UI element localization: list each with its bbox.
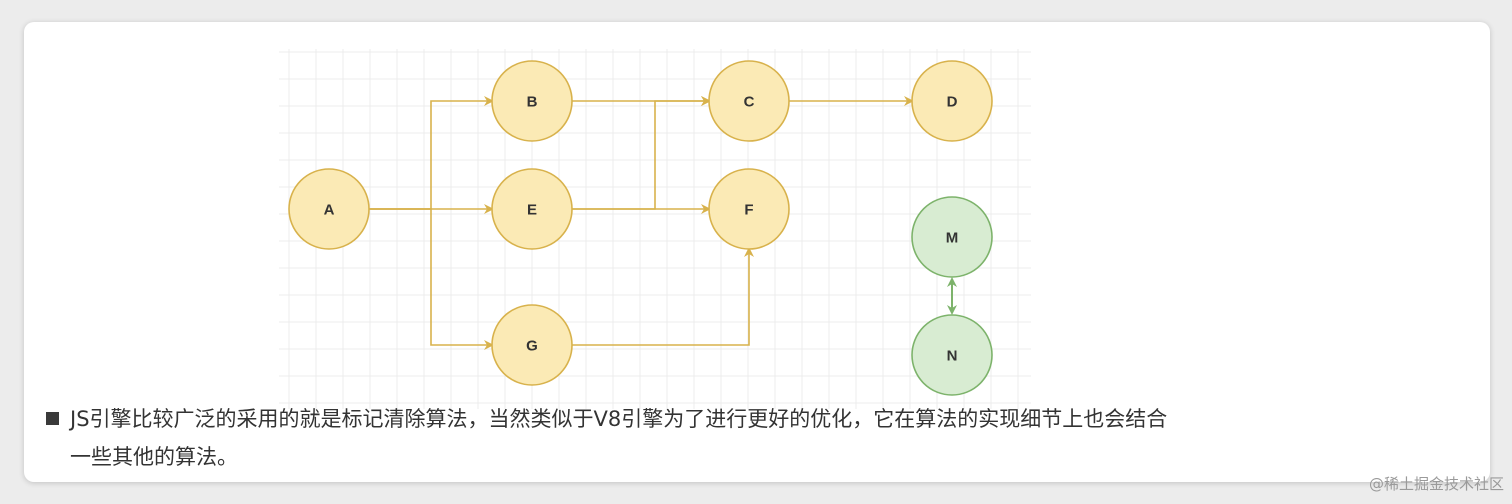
edge-a-b: [369, 96, 494, 210]
reachability-diagram: A B C D E F G M N: [279, 49, 1031, 409]
node-label: G: [526, 338, 538, 355]
diagram-canvas: A B C D E F G M N: [279, 49, 1031, 409]
nodes: A B C D E F G M N: [288, 60, 993, 396]
node-label: C: [744, 94, 755, 111]
node-g: G: [491, 304, 573, 386]
node-circle: [491, 304, 573, 386]
node-a: A: [288, 168, 370, 250]
node-label: N: [947, 348, 958, 365]
node-label: B: [527, 94, 538, 111]
node-label: D: [947, 94, 958, 111]
node-f: F: [708, 168, 790, 250]
node-label: E: [527, 202, 537, 219]
node-circle: [288, 168, 370, 250]
caption-line-1: JS引擎比较广泛的采用的就是标记清除算法，当然类似于V8引擎为了进行更好的优化，…: [46, 400, 1476, 438]
edge-g-f: [572, 247, 754, 346]
node-e: E: [491, 168, 573, 250]
edges: [369, 96, 957, 350]
edge-a-g: [369, 208, 494, 350]
node-circle: [708, 168, 790, 250]
node-label: M: [946, 230, 959, 247]
node-c: C: [708, 60, 790, 142]
node-label: F: [744, 202, 753, 219]
node-m: M: [911, 196, 993, 278]
node-circle: [911, 196, 993, 278]
caption-line-2: 一些其他的算法。: [70, 445, 238, 469]
node-circle: [491, 168, 573, 250]
node-d: D: [911, 60, 993, 142]
square-bullet-icon: [46, 412, 59, 425]
node-circle: [911, 60, 993, 142]
node-circle: [491, 60, 573, 142]
node-n: N: [911, 314, 993, 396]
node-b: B: [491, 60, 573, 142]
node-circle: [911, 314, 993, 396]
node-circle: [708, 60, 790, 142]
content-card: A B C D E F G M N: [24, 22, 1490, 482]
caption-text-1: JS引擎比较广泛的采用的就是标记清除算法，当然类似于V8引擎为了进行更好的优化，…: [70, 407, 1168, 431]
node-label: A: [324, 202, 335, 219]
caption-paragraph: JS引擎比较广泛的采用的就是标记清除算法，当然类似于V8引擎为了进行更好的优化，…: [46, 400, 1476, 476]
watermark: @稀土掘金技术社区: [1368, 475, 1504, 493]
